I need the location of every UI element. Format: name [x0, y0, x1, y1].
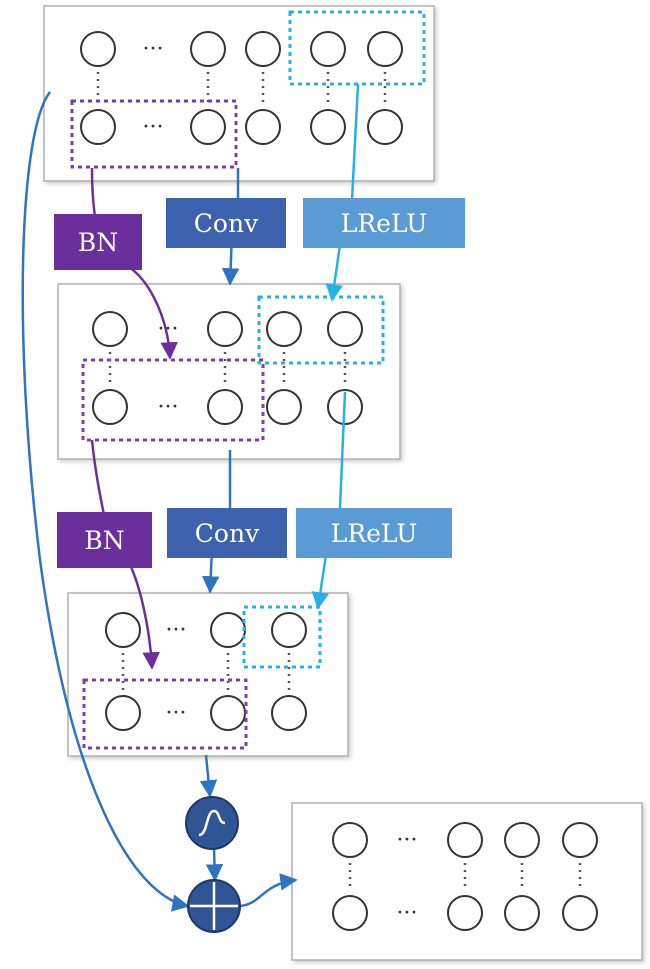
layer-3-ellipsis-top: ···: [166, 618, 187, 643]
output-layer-ellipsis-top: ···: [397, 828, 418, 853]
layer-1-box: ··· ···: [43, 5, 435, 182]
lrelu-label-1: LReLU: [303, 198, 465, 248]
output-layer-vertical-dots: [348, 863, 582, 890]
lrelu-arrow-2: [318, 391, 347, 608]
to-sum-arrow: [205, 847, 224, 882]
lrelu-label-2: LReLU: [296, 508, 452, 558]
layer-3-neurons: [105, 612, 307, 731]
layer-1-bn-group: [70, 99, 238, 169]
to-activation-arrow: [199, 754, 218, 798]
layer-2-lrelu-group: [257, 295, 385, 365]
bn-label-2: BN: [57, 512, 152, 568]
to-output-arrow: [239, 873, 298, 908]
layer-1-vertical-dots: [96, 72, 387, 104]
output-layer-box: ··· ···: [291, 802, 643, 961]
layer-3-ellipsis-bottom: ···: [166, 701, 187, 726]
skip-connection-arrow: [21, 91, 190, 912]
conv-label-1: Conv: [166, 198, 286, 248]
layer-3-box: ··· ···: [67, 592, 349, 757]
sigmoid-activation-icon: [185, 796, 239, 850]
output-layer-ellipsis-bottom: ···: [397, 901, 418, 926]
plus-circle-icon: [187, 879, 241, 933]
output-layer-neurons: [332, 822, 598, 931]
layer-1-ellipsis-bottom: ···: [143, 115, 164, 140]
bn-label-1: BN: [54, 214, 142, 270]
layer-2-neurons: [92, 311, 363, 425]
layer-3-lrelu-group: [242, 605, 322, 669]
layer-2-ellipsis-bottom: ···: [158, 395, 179, 420]
layer-2-box: ··· ···: [57, 283, 401, 460]
layer-2-vertical-dots: [108, 352, 347, 384]
layer-1-neurons: [80, 31, 403, 145]
layer-2-ellipsis-top: ···: [158, 317, 179, 342]
conv-label-2: Conv: [167, 508, 287, 558]
layer-1-ellipsis-top: ···: [143, 37, 164, 62]
lrelu-arrow-1: [332, 83, 360, 300]
